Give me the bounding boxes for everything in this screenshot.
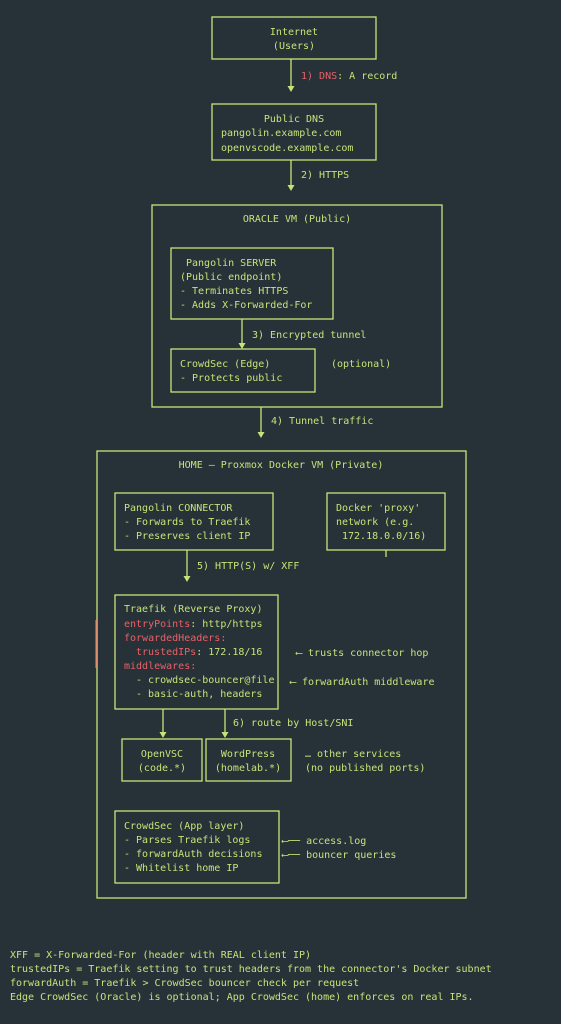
pangolin-server-box [170, 247, 334, 320]
legend-line-3: forwardAuth = Traefik > CrowdSec bouncer… [10, 978, 359, 989]
crowdsec-edge-line2: - Protects public [180, 373, 282, 384]
public-dns-host1: pangolin.example.com [221, 128, 341, 139]
home-vm-title: HOME – Proxmox Docker VM (Private) [179, 460, 384, 471]
pangolin-connector-box [114, 492, 274, 551]
edge-xff-label: 5) HTTP(S) w/ XFF [197, 561, 299, 572]
traefik-middlewares: middlewares: [124, 661, 196, 672]
wordpress-box [205, 738, 292, 782]
crowdsec-app-box [114, 810, 280, 884]
legend-line-4: Edge CrowdSec (Oracle) is optional; App … [10, 992, 474, 1003]
internet-sublabel: (Users) [273, 41, 315, 52]
edge-tunnel-traffic-label: 4) Tunnel traffic [271, 416, 373, 427]
edge-https-label: 2) HTTPS [301, 170, 349, 181]
traefik-forwardedheaders: forwardedHeaders: [124, 633, 226, 644]
edge-tunnel-traffic-arrowhead [257, 432, 265, 438]
traefik-trustedips: trustedIPs: 172.18/16 [136, 647, 262, 658]
legend-line-1: XFF = X-Forwarded-For (header with REAL … [10, 950, 311, 961]
edge-tunnel-label: 3) Encrypted tunnel [252, 330, 366, 341]
docker-proxy-line1: Docker 'proxy' [336, 503, 420, 514]
note-trusts-connector: ⟵ trusts connector hop [295, 648, 428, 659]
edge-tunnel-arrowhead [238, 343, 246, 349]
pangolin-server-line3: - Terminates HTTPS [180, 286, 288, 297]
note-forwardauth: ⟵ forwardAuth middleware [289, 677, 435, 688]
traefik-entrypoints: entryPoints: http/https [124, 619, 262, 630]
wordpress-title: WordPress [221, 749, 275, 760]
internet-box [211, 16, 377, 60]
edge-route-label: 6) route by Host/SNI [233, 718, 353, 729]
docker-proxy-line3: 172.18.0.0/16) [342, 531, 426, 542]
edge-dns-rest: : A record [337, 71, 397, 82]
public-dns-title: Public DNS [264, 114, 324, 125]
pangolin-server-line4: - Adds X-Forwarded-For [180, 300, 312, 311]
wordpress-subtitle: (homelab.*) [215, 763, 281, 774]
traefik-box [114, 594, 279, 710]
edge-dns-number: 1) DNS [301, 71, 337, 82]
public-dns-host2: openvscode.example.com [221, 143, 353, 154]
traefik-trustedips-key: trustedIPs [136, 647, 196, 658]
edge-dns-label: 1) DNS: A record [301, 71, 397, 82]
crowdsec-app-line3: - forwardAuth decisions [124, 849, 262, 860]
traefik-entrypoints-key: entryPoints [124, 619, 190, 630]
crowdsec-edge-box [170, 348, 316, 393]
edge-xff-arrowhead [183, 576, 191, 582]
crowdsec-edge-optional: (optional) [331, 359, 391, 370]
oracle-vm-box [151, 204, 443, 408]
crowdsec-edge-title: CrowdSec (Edge) [180, 359, 270, 370]
pangolin-server-line2: (Public endpoint) [180, 272, 282, 283]
internet-label: Internet [270, 27, 318, 38]
crowdsec-app-line4: - Whitelist home IP [124, 863, 238, 874]
openvsc-box [121, 738, 203, 782]
public-dns-box [211, 103, 377, 161]
docker-proxy-line2: network (e.g. [336, 517, 414, 528]
pangolin-connector-line3: - Preserves client IP [124, 531, 250, 542]
pangolin-connector-line2: - Forwards to Traefik [124, 517, 250, 528]
traefik-middleware-1: - crowdsec-bouncer@file [136, 675, 274, 686]
crowdsec-app-title: CrowdSec (App layer) [124, 821, 244, 832]
edge-https-arrowhead [287, 185, 295, 191]
legend-line-2: trustedIPs = Traefik setting to trust he… [10, 964, 492, 975]
traefik-title: Traefik (Reverse Proxy) [124, 604, 262, 615]
crowdsec-app-line2: - Parses Traefik logs [124, 835, 250, 846]
edge-dns-arrowhead [287, 86, 295, 92]
oracle-vm-title: ORACLE VM (Public) [243, 214, 351, 225]
openvsc-title: OpenVSC [141, 749, 183, 760]
edge-route-wordpress-arrowhead [221, 732, 229, 738]
traefik-trustedips-value: : 172.18/16 [196, 647, 262, 658]
note-bouncer-queries: ⟵── bouncer queries [281, 850, 396, 861]
home-vm-box [96, 450, 467, 899]
other-services-label: … other services [305, 749, 401, 760]
pangolin-server-title: Pangolin SERVER [186, 258, 277, 269]
pangolin-connector-title: Pangolin CONNECTOR [124, 503, 233, 514]
edge-route-openvsc-arrowhead [159, 732, 167, 738]
traefik-middleware-2: - basic-auth, headers [136, 689, 262, 700]
traefik-entrypoints-value: : http/https [190, 619, 262, 630]
openvsc-subtitle: (code.*) [138, 763, 186, 774]
note-access-log: ⟵── access.log [281, 836, 366, 847]
other-services-note: (no published ports) [305, 763, 425, 774]
